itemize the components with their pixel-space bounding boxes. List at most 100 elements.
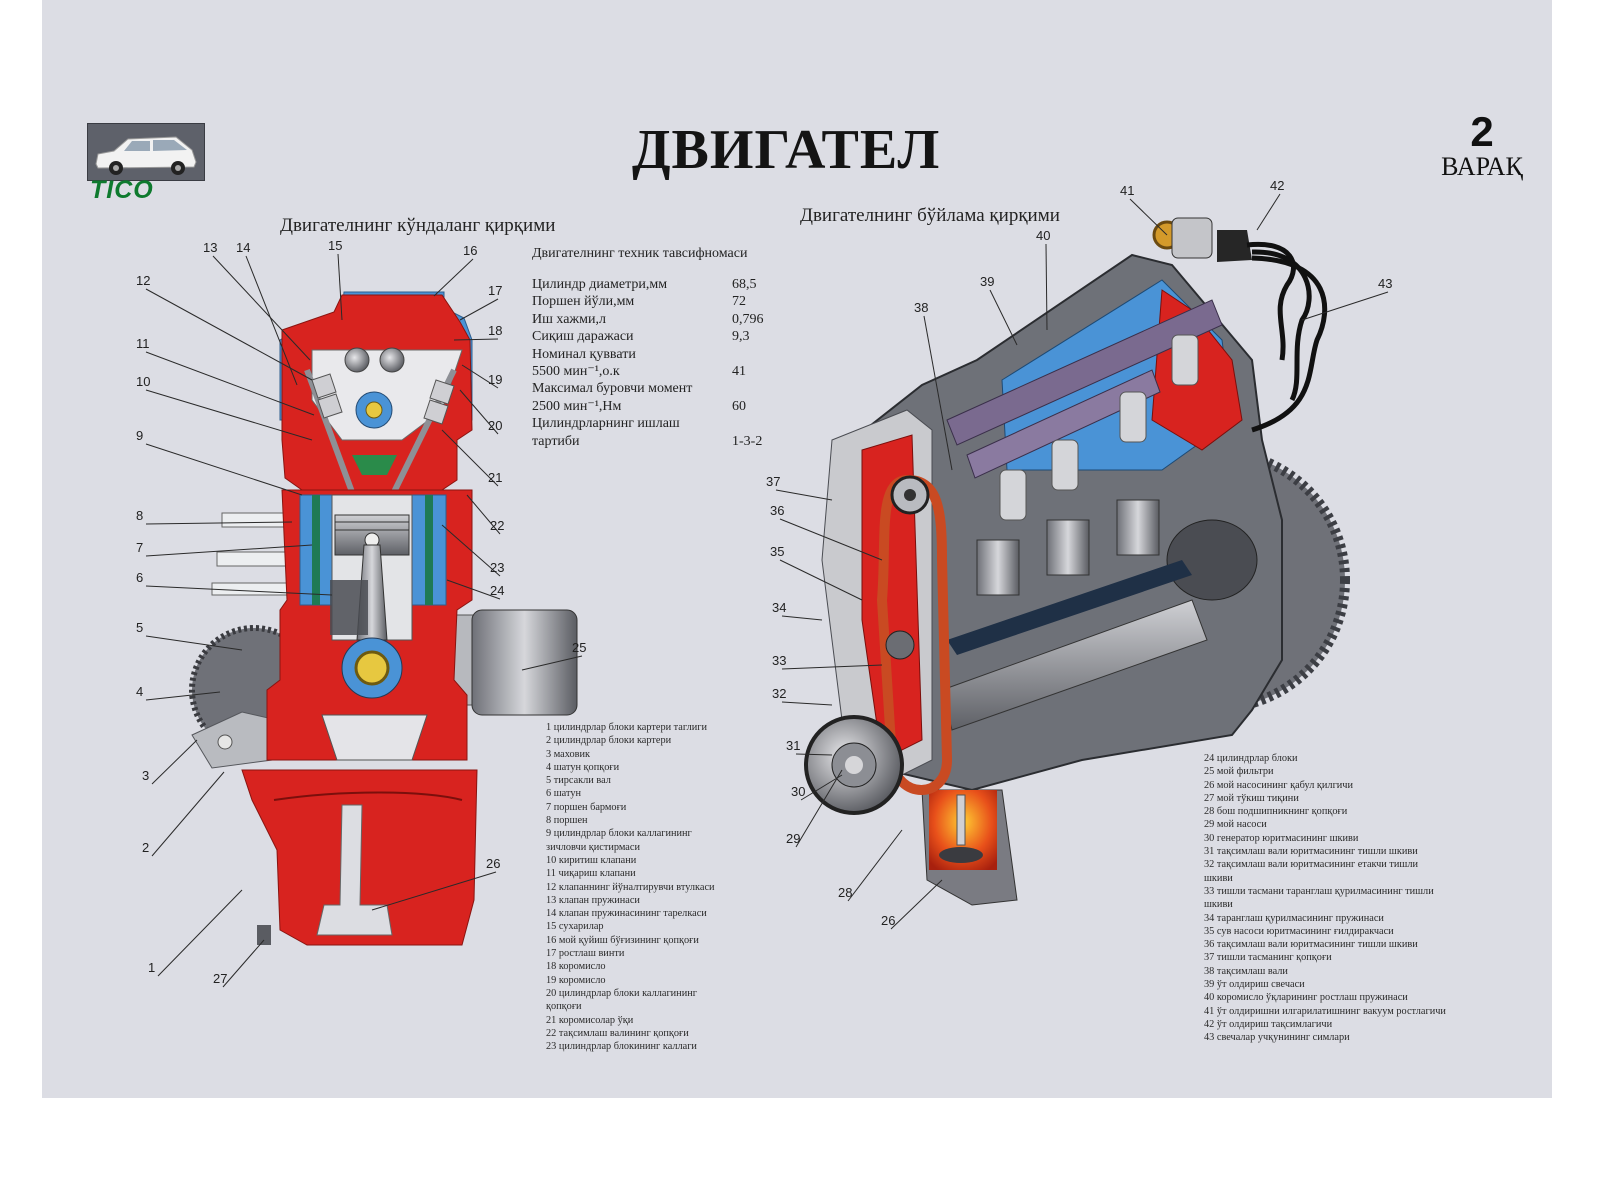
longitudinal-section-diagram [804,217,1350,906]
callout-number: 10 [136,374,150,389]
spec-row: Номинал қуввати [532,346,792,363]
legend-item: 21 коромисолар ўқи [546,1014,634,1026]
cross-section-diagram [189,291,578,946]
callout-number: 26 [486,856,500,871]
callout-leader-line [779,559,863,601]
legend-item: 8 поршен [546,815,588,827]
callout-leader-line [775,489,833,501]
legend-item: 41 ўт олдиришни илгарилатишнинг вакуум р… [1204,1005,1446,1017]
oil-filter [446,609,578,716]
spec-value: 60 [732,398,746,414]
callout-leader-line [779,518,883,561]
callout-number: 15 [328,238,342,253]
callout-number: 19 [488,372,502,387]
sheet-label: ВАРАҚ [1441,152,1523,181]
callout-leader-line [441,524,501,577]
callout-number: 27 [213,971,227,986]
legend-item: 32 тақсимлаш вали юритмасининг етакчи ти… [1204,859,1418,871]
callout-number: 37 [766,474,780,489]
callout-number: 30 [791,784,805,799]
callout-leader-line [371,871,497,911]
legend-item: шкиви [1204,899,1233,911]
legend-item: 6 шатун [546,788,581,800]
legend-item: 42 ўт олдириш тақсимлагичи [1204,1018,1333,1030]
callout-leader-line [433,258,474,297]
callout-number: 12 [136,273,150,288]
callout-number: 41 [1120,183,1134,198]
callout-leader-line [521,655,583,671]
callout-number: 31 [786,738,800,753]
callout-leader-line [446,579,501,600]
callout-number: 39 [980,274,994,289]
legend-item: 22 тақсимлаш валининг қопқоғи [546,1027,689,1039]
legend-item: 39 ўт олдириш свечаси [1204,979,1305,991]
callout-number: 18 [488,323,502,338]
callout-number: 40 [1036,228,1050,243]
spec-label: Номинал қуввати [532,346,636,362]
callout-number: 38 [914,300,928,315]
callout-leader-line [151,739,198,785]
callout-leader-line [145,389,313,441]
callout-leader-line [989,289,1018,346]
legend-item: 18 коромисло [546,961,606,973]
brand-logo: TICO [90,176,154,204]
legend-item: қопқоғи [546,1001,582,1013]
spec-row: Максимал буровчи момент [532,380,792,397]
spec-label: 5500 мин⁻¹,о.к [532,364,620,380]
longitudinal-section-title: Двигателнинг бўйлама қирқими [800,205,1060,226]
callout-leader-line [1256,193,1281,231]
spec-label: тартиби [532,433,580,449]
spec-label: Цилиндрларнинг ишлаш [532,416,680,432]
spec-label: Максимал буровчи момент [532,381,693,397]
cross-section-title: Двигателнинг кўндаланг қирқими [280,215,556,236]
legend-item: зичловчи қистирмаси [546,841,640,853]
callout-number: 21 [488,470,502,485]
callout-leader-line [145,521,293,525]
callout-leader-line [145,443,303,496]
callout-leader-line [795,769,843,848]
legend-item: 4 шатун қопқоғи [546,761,620,773]
spec-label: 2500 мин⁻¹,Нм [532,398,622,414]
spec-label: Сиқиш даражаси [532,329,634,345]
callout-number: 14 [236,240,250,255]
page-title: ДВИГАТЕЛ [632,119,941,181]
callout-leader-line [212,255,311,361]
legend-item: 37 тишли тасманинг қопқоғи [1204,952,1332,964]
poster-sheet: TICO ДВИГАТЕЛ 2 ВАРАҚ Двигателнинг кўнда… [42,0,1552,1098]
callout-number: 33 [772,653,786,668]
callout-leader-line [157,889,243,977]
callout-number: 5 [136,620,143,635]
callout-number: 24 [490,583,504,598]
callout-number: 26 [881,913,895,928]
callout-leader-line [1129,198,1168,236]
callout-number: 1 [148,960,155,975]
legend-item: 29 мой насоси [1204,819,1267,831]
callout-number: 36 [770,503,784,518]
legend-item: 23 цилиндрлар блокининг каллаги [546,1041,697,1053]
callout-leader-line [459,298,499,321]
callout-number: 17 [488,283,502,298]
legend-item: 43 свечалар учқунининг симлари [1204,1032,1350,1044]
callout-number: 7 [136,540,143,555]
callout-number: 8 [136,508,143,523]
legend-item: 3 маховик [546,748,591,760]
car-icon [88,124,204,180]
callout-leader-line [781,615,823,621]
callout-number: 42 [1270,178,1284,193]
callout-leader-line [795,753,833,756]
callout-leader-line [800,774,843,801]
callout-leader-line [222,939,265,988]
sheet-number: 2 [1470,108,1494,155]
legend-item: 17 ростлаш винти [546,948,625,960]
legend-item: 34 таранглаш қурилмасининг пружинаси [1204,912,1384,924]
callout-leader-line [453,338,499,341]
legend-item: 40 коромисло ўқларининг ростлаш пружинас… [1204,992,1408,1004]
legend-item: 36 тақсимлаш вали юритмасининг тишли шки… [1204,939,1418,951]
legend-item: 24 цилиндрлар блоки [1204,753,1298,764]
spec-label: Поршен йўли,мм [532,294,635,310]
callout-leader-line [781,701,833,706]
